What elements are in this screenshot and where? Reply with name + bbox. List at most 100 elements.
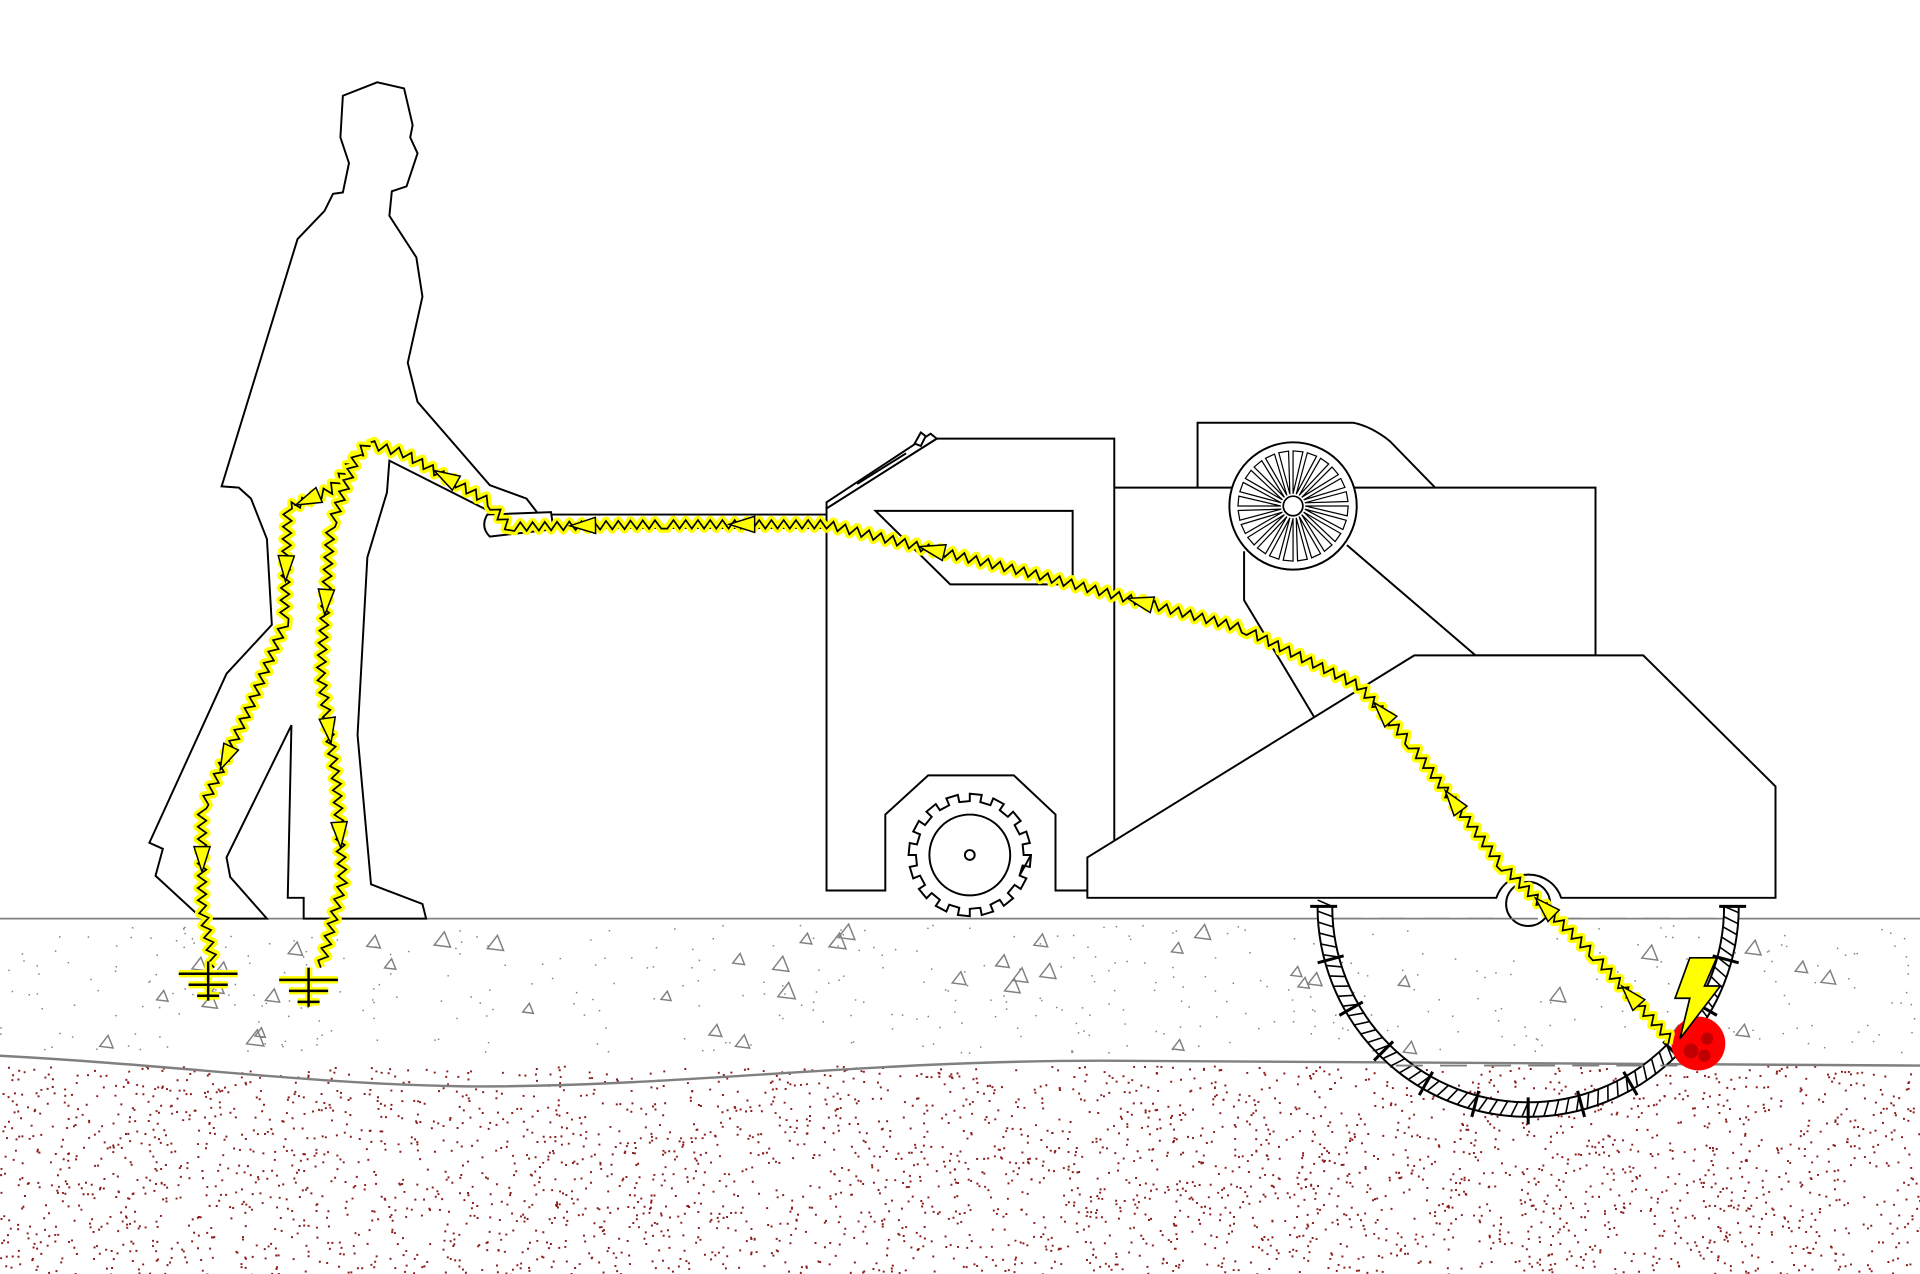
fan-blade — [1295, 517, 1309, 562]
ground-lines — [178, 961, 238, 1001]
blade-rim — [1316, 905, 1740, 1118]
soil-dots — [0, 1065, 1920, 1274]
ground-symbol-icon — [279, 967, 338, 1007]
blade-segment — [1576, 1090, 1587, 1118]
blade-hatch — [1616, 1080, 1619, 1097]
blade-hatch — [1337, 994, 1354, 998]
current-arrow-icon — [1620, 984, 1647, 1012]
throttle-slot — [856, 452, 907, 485]
fan-blade — [1264, 453, 1288, 496]
blade-hatch — [1436, 1084, 1450, 1097]
current-path — [192, 436, 1675, 1045]
current-arrow-icon — [432, 469, 462, 492]
blade-hatch — [1390, 1057, 1406, 1067]
fan-blade — [1303, 477, 1346, 501]
soil-layer — [0, 1065, 1920, 1274]
blade-hatch — [1713, 966, 1727, 979]
current-arrow-icon — [293, 486, 324, 506]
fan-blade — [1305, 505, 1349, 517]
blade-hatch — [1407, 1070, 1422, 1081]
blade-hatch — [1348, 1012, 1364, 1017]
fan-blade — [1253, 459, 1285, 498]
blade-hatch — [1477, 1097, 1489, 1112]
fan-blade — [1268, 517, 1291, 561]
blade-hatch — [1319, 932, 1335, 938]
fan-blade — [1298, 457, 1330, 496]
fan-blade — [1304, 490, 1349, 504]
diamond-blade — [1310, 899, 1747, 1125]
fan-blade — [1244, 469, 1283, 501]
blade-segment — [1417, 1071, 1434, 1096]
fan-blade — [1237, 495, 1281, 507]
console-lever — [825, 432, 939, 511]
blade-hatch — [1596, 1089, 1600, 1106]
fan-blade — [1240, 511, 1283, 535]
blade-hatch — [1510, 1101, 1519, 1117]
current-arrow-icon — [917, 543, 947, 562]
blade-hatch — [1554, 1099, 1560, 1116]
blade-hatch — [1488, 1099, 1499, 1114]
fan-blade — [1304, 508, 1348, 531]
cut-depth-line — [1334, 917, 1727, 1067]
aggregate-triangles — [98, 922, 1837, 1055]
blade-hatch — [1499, 1100, 1509, 1116]
control-knob — [913, 431, 927, 448]
current-arrow-icon — [1533, 896, 1561, 923]
fan-blade — [1292, 450, 1304, 494]
blade-hatch — [1317, 921, 1334, 928]
ground-symbols — [178, 961, 338, 1007]
blade-segment — [1470, 1090, 1481, 1118]
current-arrow-icon — [317, 588, 336, 618]
blade-hatch — [1719, 946, 1734, 957]
fan-blade — [1298, 516, 1322, 559]
current-arrow-icon — [726, 515, 756, 534]
current-arrow-icon — [277, 554, 296, 584]
blade-hatch — [1642, 1064, 1648, 1081]
lightning-bolt-icon — [1673, 956, 1723, 1040]
ground-lines — [279, 967, 338, 1007]
blade-hatch — [1564, 1097, 1570, 1114]
blade-segment — [1338, 1000, 1364, 1017]
current-arrow-icon — [219, 742, 240, 772]
blade-hatch — [1721, 936, 1736, 947]
fan-blade — [1282, 518, 1294, 562]
fan-blade — [1239, 481, 1282, 504]
fan-blade — [1301, 466, 1340, 498]
blade-hatch — [1382, 1051, 1398, 1060]
fan-blade — [1301, 514, 1333, 553]
fan-blade — [1303, 511, 1342, 543]
blade-hatch — [1586, 1092, 1590, 1109]
fan-blades — [1237, 450, 1349, 562]
fan-hub — [1282, 495, 1304, 517]
blade-hatch — [1543, 1100, 1550, 1117]
current-path-right-leg — [315, 453, 362, 968]
blade-hatch — [1634, 1070, 1639, 1087]
current-arrow-icon — [192, 845, 212, 875]
current-arrow-icon — [1125, 596, 1156, 614]
blade-hatch — [1532, 1101, 1540, 1118]
hazard-contact-icon — [1671, 1016, 1726, 1071]
current-arrow-icon — [318, 716, 337, 746]
blade-segment — [1372, 1040, 1395, 1062]
blade-hatch — [1353, 1020, 1370, 1026]
rear-wheel-hub — [963, 849, 976, 861]
blade-hatch — [1650, 1058, 1657, 1075]
blade-hatch — [1722, 926, 1738, 936]
current-arrow-icon — [567, 516, 597, 535]
blade-hatch — [1360, 1028, 1377, 1035]
current-arrow-icon — [1443, 788, 1469, 817]
soil-boundary-line — [0, 1054, 1920, 1088]
blade-hatch — [1329, 975, 1346, 978]
blade-hatch — [1456, 1092, 1469, 1106]
fan-blade — [1295, 451, 1318, 495]
blade-hatch — [1723, 915, 1739, 925]
blade-hatch — [1446, 1088, 1459, 1102]
blade-segment — [1317, 954, 1345, 965]
walk-behind-saw — [483, 421, 1777, 927]
fan-blade — [1278, 450, 1291, 495]
current-arrow-icon — [1372, 700, 1399, 729]
blade-hatch — [1325, 964, 1342, 968]
blade-hatch — [1320, 943, 1337, 948]
current-arrow-icon — [330, 820, 349, 851]
